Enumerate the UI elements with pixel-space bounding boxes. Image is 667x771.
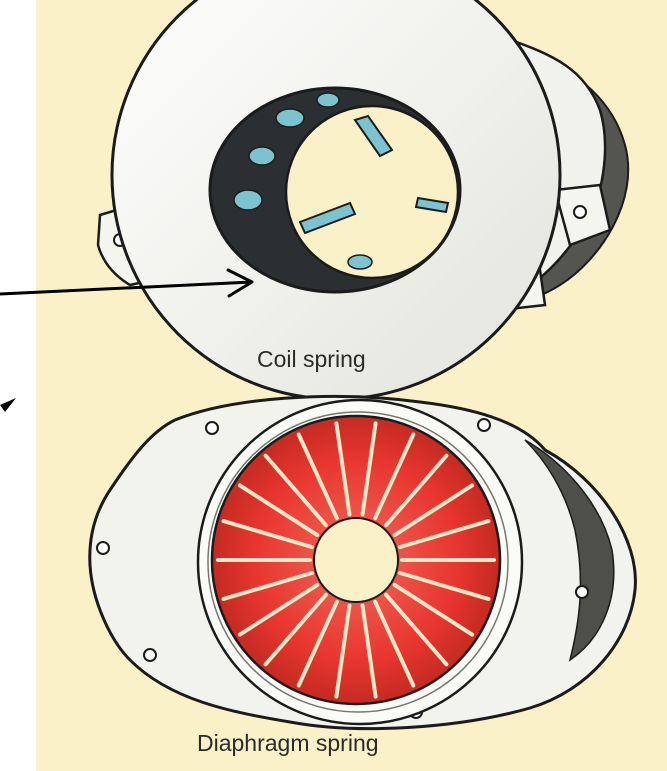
coil-spring-caption: Coil spring <box>257 346 366 373</box>
bolt-hole-icon <box>576 586 588 598</box>
diaphragm-center-hole <box>314 518 398 602</box>
bolt-hole-icon <box>144 649 156 661</box>
diaphragm-spring-caption: Diaphragm spring <box>197 730 379 757</box>
coil-spring-icon <box>276 109 304 127</box>
coil-spring-icon <box>348 255 372 269</box>
bolt-hole-icon <box>478 419 490 431</box>
coil-spring-icon <box>249 147 275 165</box>
bolt-hole-icon <box>574 206 586 218</box>
bolt-hole-icon <box>206 422 218 434</box>
partial-arrow-tip <box>0 398 16 412</box>
coil-spring-icon <box>234 190 262 210</box>
coil-spring-icon <box>317 93 339 107</box>
bolt-hole-icon <box>97 542 109 554</box>
